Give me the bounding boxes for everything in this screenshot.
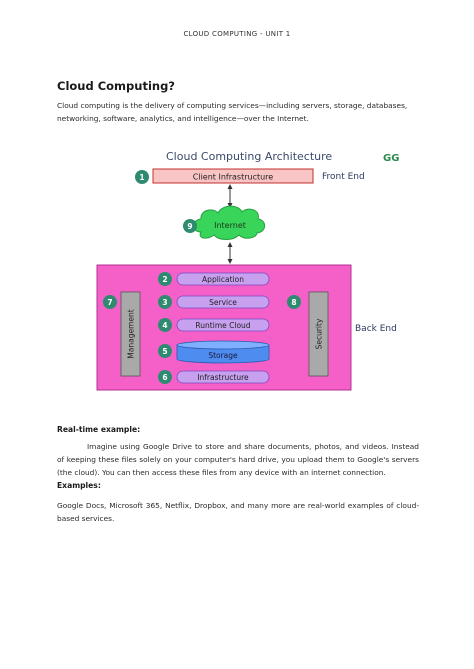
storage-cylinder-top <box>176 340 270 350</box>
badge-4-number: 4 <box>162 321 167 330</box>
diagram-title: Cloud Computing Architecture <box>166 150 332 163</box>
badge-7-number: 7 <box>107 298 112 307</box>
badge-1-number: 1 <box>139 173 144 182</box>
application-label: Application <box>202 275 244 284</box>
badge-8-number: 8 <box>291 298 296 307</box>
arrow-head-down-1 <box>227 203 233 208</box>
badge-8 <box>287 295 301 309</box>
service-label: Service <box>209 298 237 307</box>
badge-4 <box>158 318 172 332</box>
intro-paragraph: Cloud computing is the delivery of compu… <box>57 101 408 123</box>
badge-2-number: 2 <box>162 275 167 284</box>
infrastructure-pill <box>176 370 270 384</box>
security-label: Security <box>315 318 324 349</box>
client-infrastructure-label: Client Infrastructure <box>193 173 274 182</box>
gfg-logo-icon: GG <box>383 153 399 164</box>
back-end-label: Back End <box>355 324 397 334</box>
client-infrastructure-box <box>152 168 314 184</box>
storage-label: Storage <box>208 351 238 360</box>
service-pill <box>176 295 270 309</box>
front-end-label: Front End <box>322 172 365 182</box>
examples-paragraph: Google Docs, Microsoft 365, Netflix, Dro… <box>57 501 419 524</box>
application-pill <box>176 272 270 286</box>
badge-2 <box>158 272 172 286</box>
page-title: Cloud Computing? <box>57 79 175 93</box>
badge-6 <box>158 370 172 384</box>
badge-7 <box>103 295 117 309</box>
realtime-heading: Real-time example: <box>57 425 141 434</box>
badge-9 <box>183 219 197 233</box>
badge-5 <box>158 344 172 358</box>
realtime-text: Imagine using Google Drive to store and … <box>57 442 419 478</box>
badge-3-number: 3 <box>162 298 167 307</box>
security-bar <box>308 291 329 377</box>
runtime-cloud-pill <box>176 318 270 332</box>
management-label: Management <box>127 309 136 358</box>
page-header: CLOUD COMPUTING - UNIT 1 <box>183 30 291 38</box>
badge-5-number: 5 <box>162 347 167 356</box>
arrow-head-up-2 <box>227 242 233 247</box>
architecture-diagram: Cloud Computing Architecture GG Client I… <box>96 150 399 391</box>
arrow-head-up-1 <box>227 184 233 189</box>
badge-9-number: 9 <box>187 222 192 231</box>
examples-heading: Examples: <box>57 481 101 490</box>
realtime-paragraph: Imagine using Google Drive to store and … <box>57 440 419 480</box>
badge-3 <box>158 295 172 309</box>
internet-cloud-icon <box>193 205 266 240</box>
runtime-cloud-label: Runtime Cloud <box>195 321 250 330</box>
internet-label: Internet <box>214 221 246 230</box>
infrastructure-label: Infrastructure <box>197 373 249 382</box>
management-bar <box>120 291 141 377</box>
arrow-head-down-2 <box>227 259 233 264</box>
badge-1 <box>135 170 149 184</box>
badge-6-number: 6 <box>162 373 167 382</box>
storage-cylinder-icon <box>176 344 270 364</box>
